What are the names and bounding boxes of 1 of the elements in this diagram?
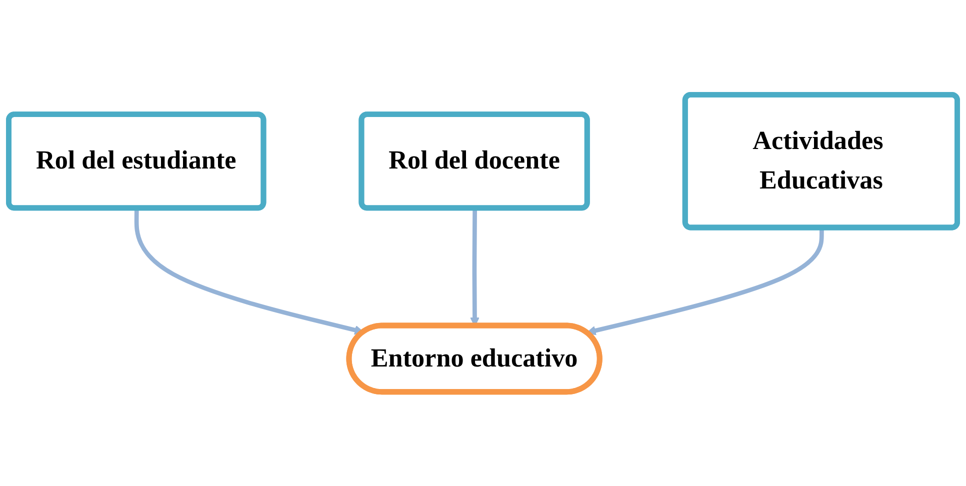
- arrow: [134, 208, 364, 334]
